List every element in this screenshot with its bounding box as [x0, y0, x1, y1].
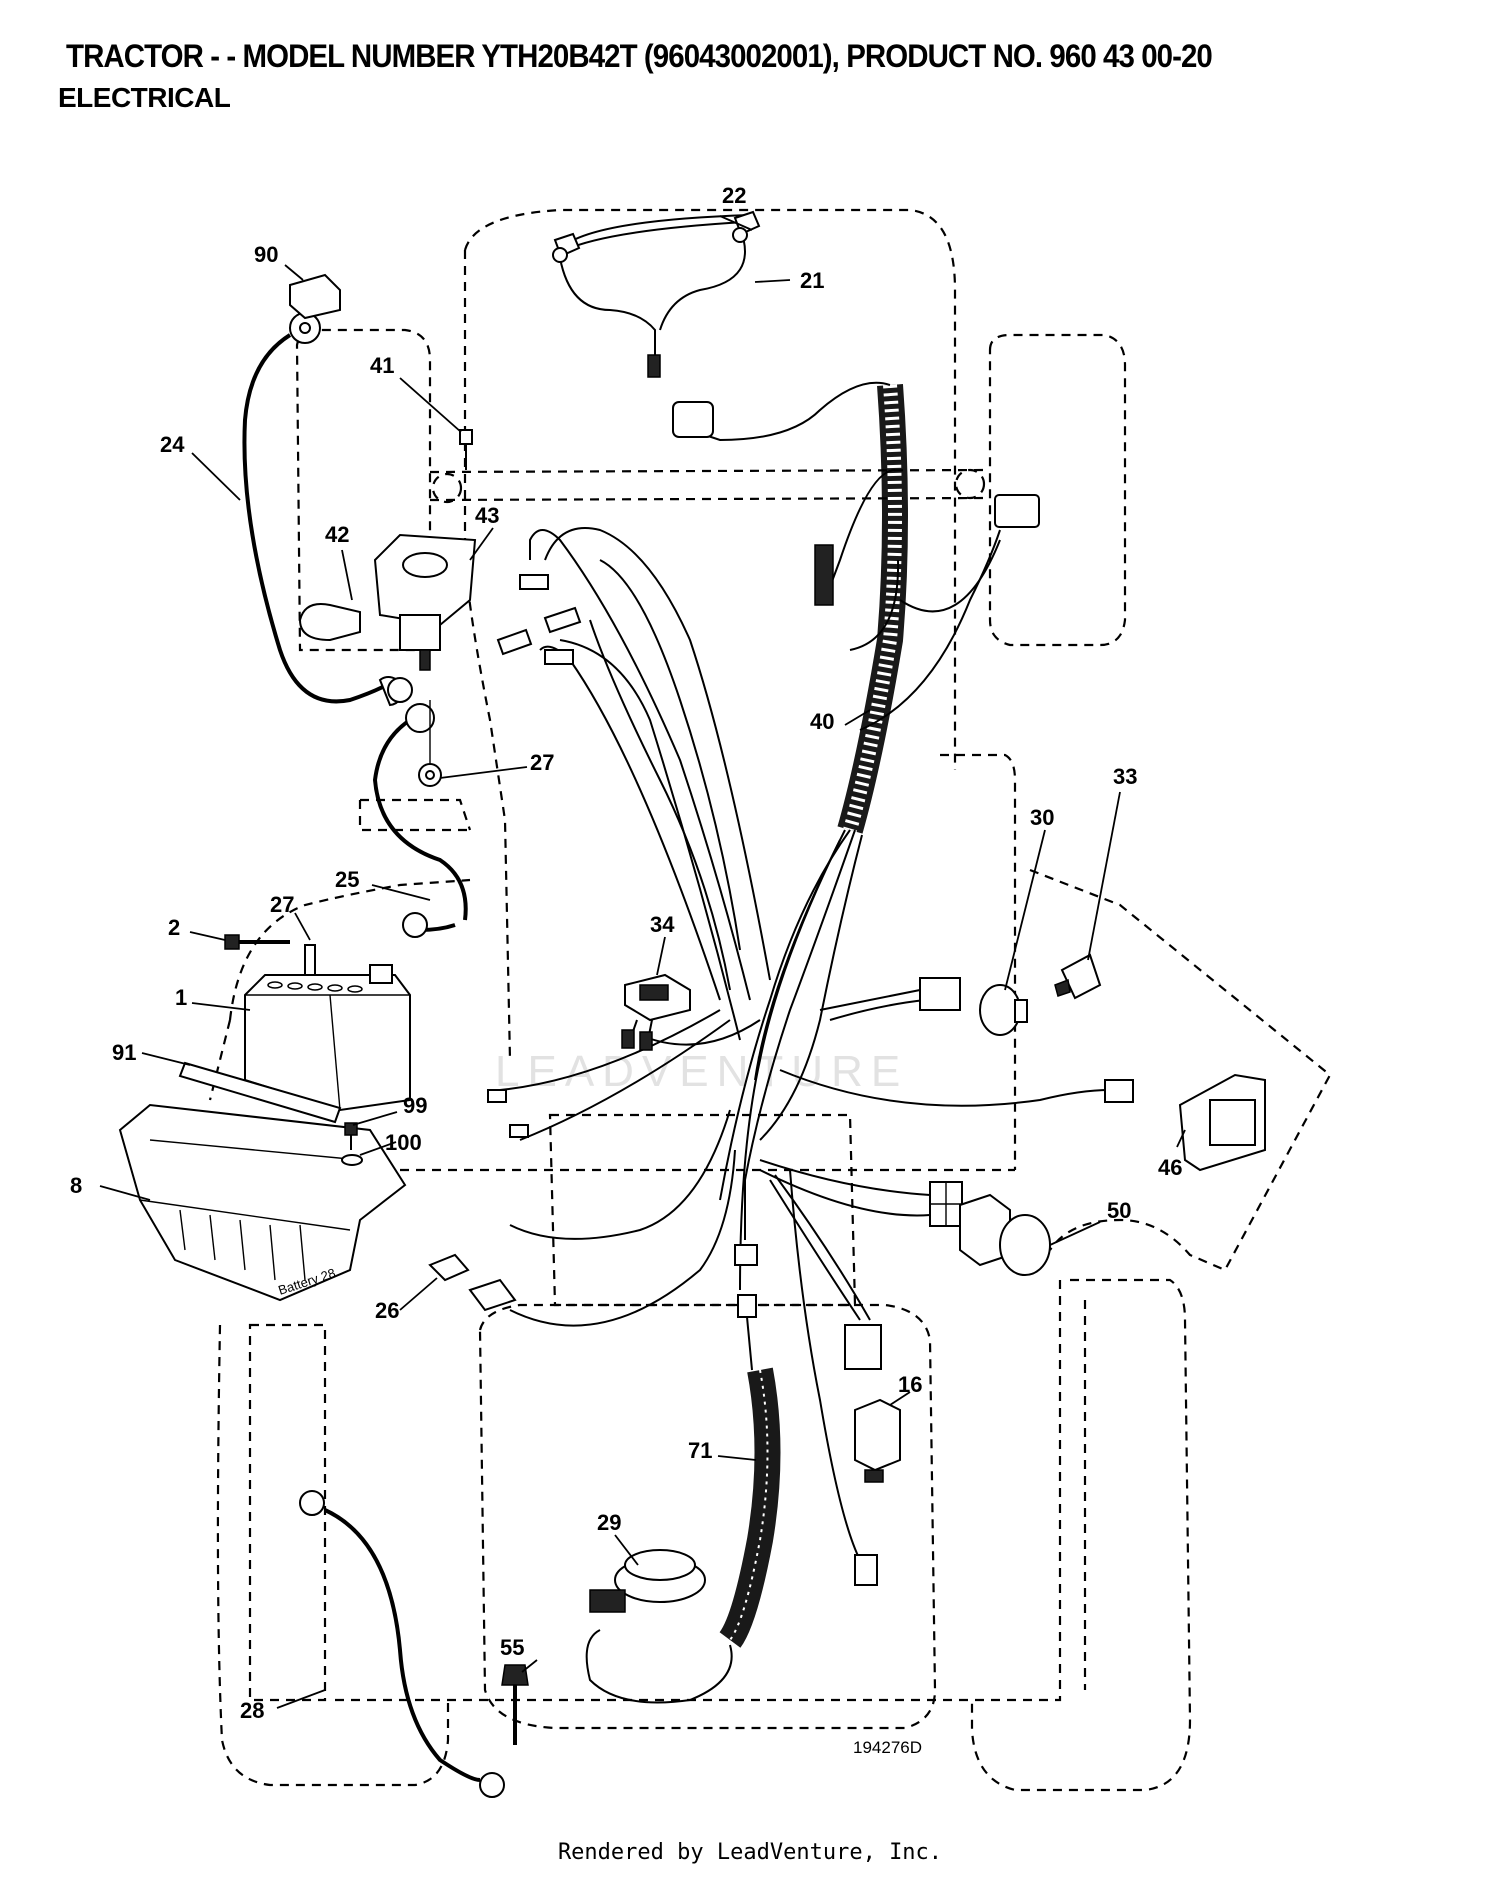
footer-credit: Rendered by LeadVenture, Inc.	[557, 1840, 943, 1865]
callout-8: 8	[70, 1173, 82, 1198]
callout-26: 26	[375, 1298, 399, 1323]
callout-27b: 27	[270, 892, 294, 917]
drawing-number: 194276D	[853, 1738, 922, 1757]
callout-90: 90	[254, 242, 278, 267]
main-harness-40	[672, 381, 1040, 834]
battery-group: Battery 28	[118, 934, 411, 1302]
callout-30: 30	[1030, 805, 1054, 830]
callout-55: 55	[500, 1635, 524, 1660]
section-title: ELECTRICAL	[58, 82, 231, 113]
callout-24: 24	[160, 432, 185, 457]
callout-41: 41	[370, 353, 394, 378]
solenoid-group	[289, 273, 477, 787]
callout-21: 21	[800, 268, 824, 293]
callout-43: 43	[475, 503, 499, 528]
callout-91: 91	[112, 1040, 136, 1065]
callout-28: 28	[240, 1698, 264, 1723]
callout-2: 2	[168, 915, 180, 940]
wire-bundle	[487, 527, 1134, 1586]
callout-50: 50	[1107, 1198, 1131, 1223]
callout-42: 42	[325, 522, 349, 547]
callout-34: 34	[650, 912, 675, 937]
callout-25: 25	[335, 867, 359, 892]
headlight-harness	[552, 210, 791, 378]
callout-40: 40	[810, 709, 834, 734]
callout-33: 33	[1113, 764, 1137, 789]
callout-46: 46	[1158, 1155, 1182, 1180]
callout-1: 1	[175, 985, 187, 1010]
callout-labels: 90 22 21 41 24 42 43 27 40 30 33 25 27 2…	[70, 183, 1182, 1757]
callout-100: 100	[385, 1130, 422, 1155]
page-title: TRACTOR - - MODEL NUMBER YTH20B42T (9604…	[66, 38, 1213, 74]
callout-71: 71	[688, 1438, 712, 1463]
callout-29: 29	[597, 1510, 621, 1535]
callout-99: 99	[403, 1093, 427, 1118]
callout-27a: 27	[530, 750, 554, 775]
battery-cables	[242, 312, 505, 1798]
callout-22: 22	[722, 183, 746, 208]
callout-16: 16	[898, 1372, 922, 1397]
switches-group	[428, 953, 1266, 1745]
watermark: LEADVENTURE	[495, 1047, 908, 1096]
leader-lines	[99, 264, 1186, 1709]
harness-71	[585, 1367, 781, 1704]
